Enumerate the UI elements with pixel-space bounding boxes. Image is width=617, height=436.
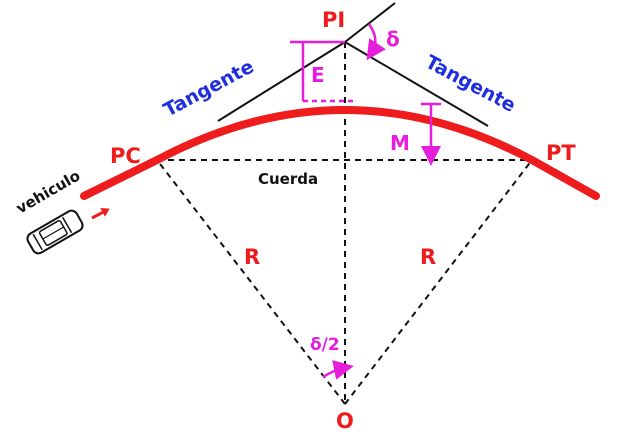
pc-label: PC [110,144,141,168]
pi-label: PI [322,8,345,32]
delta-label: δ [386,27,400,51]
middle-ordinate-label: M [390,131,410,155]
pt-label: PT [546,141,576,165]
radius-label-right: R [420,245,436,269]
tangent-label-right: Tangente [422,51,520,117]
chord-label: Cuerda [258,170,318,188]
arrow-right-icon [91,207,110,220]
tangent-label-left: Tangente [160,56,258,122]
car-outline-icon [26,209,84,255]
delta-arc [366,23,386,61]
external-label: E [311,63,325,87]
half-delta-arc [322,360,354,380]
radius-line-right [344,159,533,405]
curve-path [80,106,600,200]
half-delta-label: δ/2 [310,335,340,355]
tangent-extension [344,2,396,43]
tangent-line-left [217,41,346,122]
radius-line-left [156,159,346,405]
radius-label-left: R [244,245,260,269]
o-label: O [336,409,354,433]
